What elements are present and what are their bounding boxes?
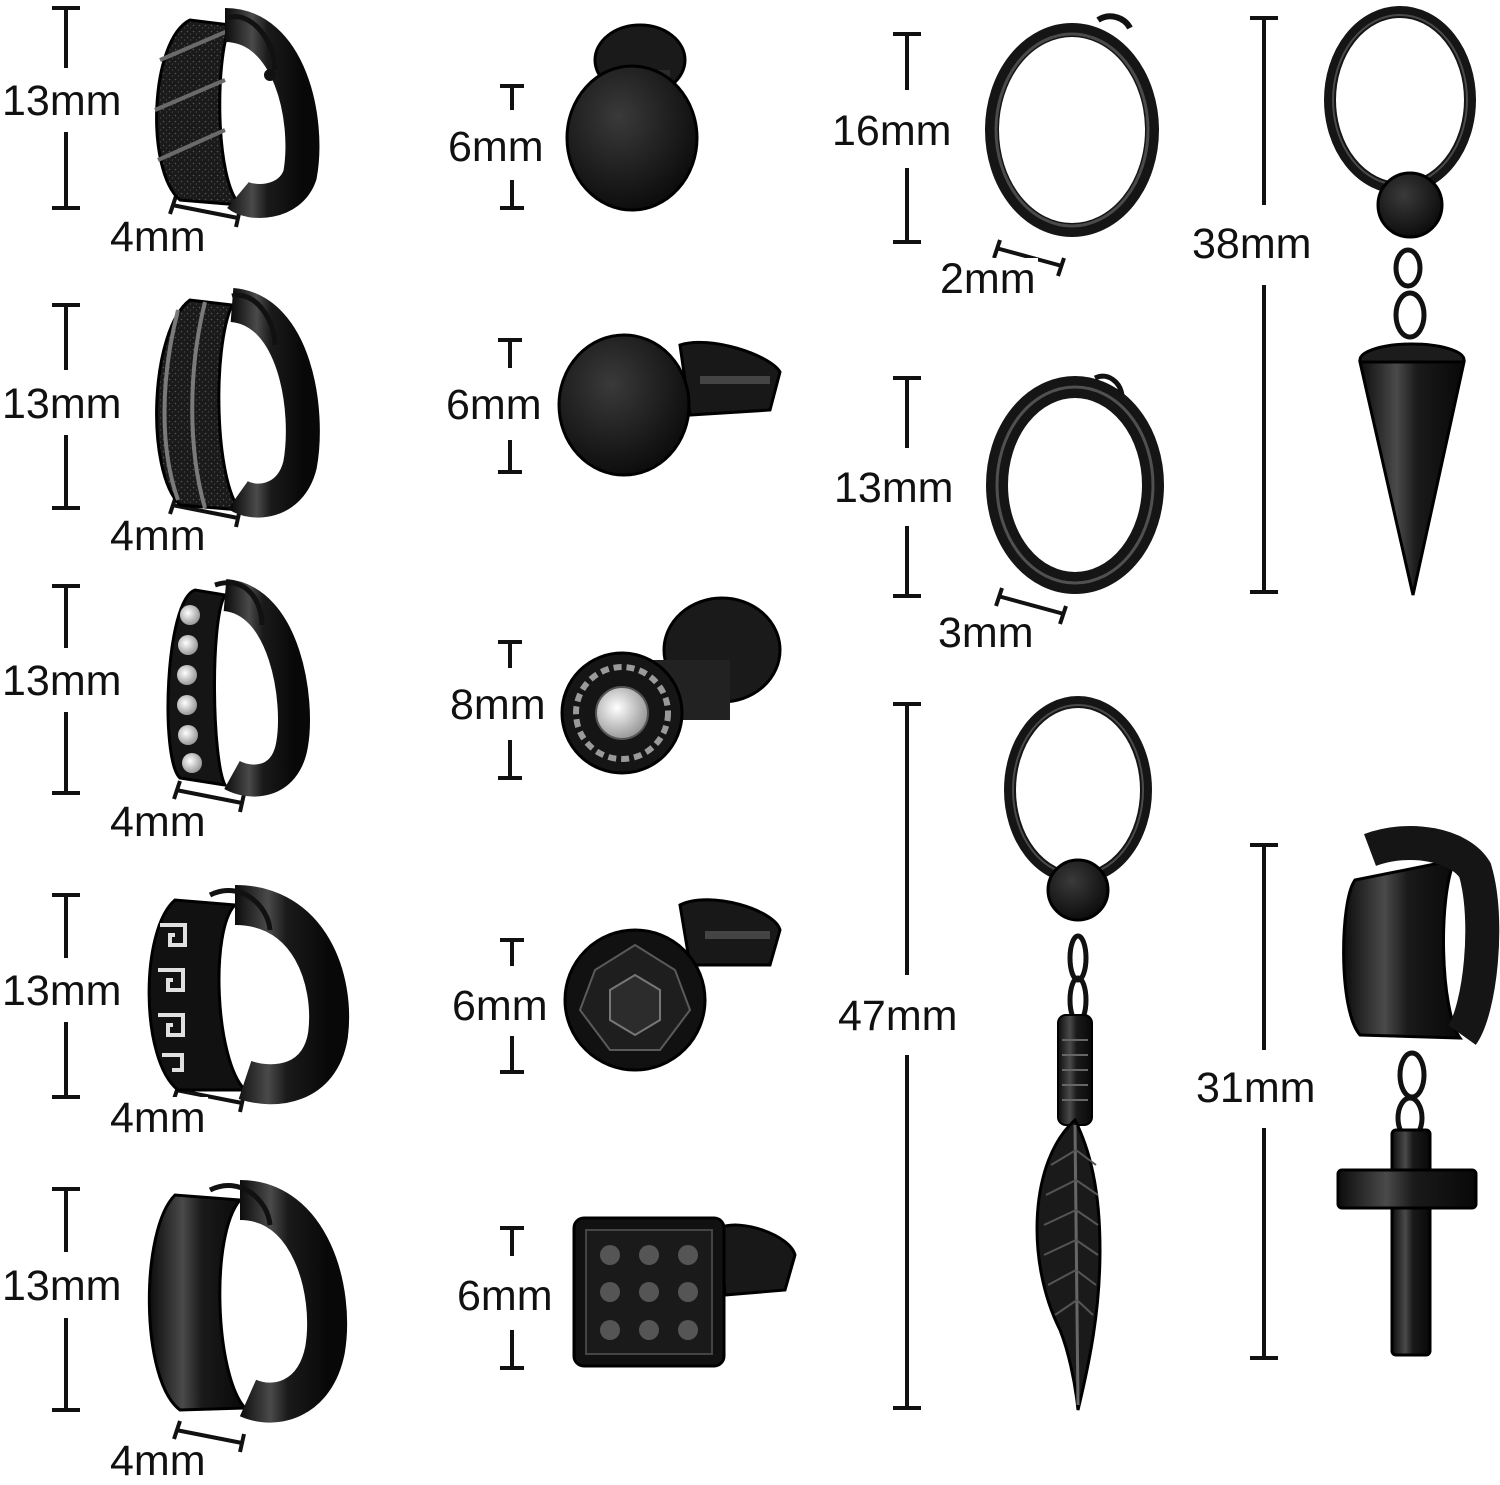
greek-key-crystal-plug-icon bbox=[560, 596, 782, 775]
round-plug-stud-icon bbox=[565, 23, 699, 212]
thin-hoop-earring-icon bbox=[985, 13, 1159, 237]
black-cz-stud-icon bbox=[563, 898, 782, 1072]
cross-dangle-height-label: 31mm bbox=[1194, 1064, 1318, 1112]
huggie-3-width-label: 4mm bbox=[108, 798, 208, 846]
flat-round-stud-icon bbox=[557, 333, 782, 477]
huggie-4-height-label: 13mm bbox=[0, 967, 124, 1015]
huggie-4-width-label: 4mm bbox=[108, 1094, 208, 1142]
cross-dangle-earring-icon bbox=[1336, 825, 1500, 1357]
hoop-1-height-label: 16mm bbox=[830, 107, 954, 155]
huggie-2-width-label: 4mm bbox=[108, 512, 208, 560]
huggie-2-height-label: 13mm bbox=[0, 380, 124, 428]
square-pave-stud-icon bbox=[572, 1216, 797, 1368]
hoop-1-width-label: 2mm bbox=[938, 255, 1038, 303]
huggie-5-height-label: 13mm bbox=[0, 1262, 124, 1310]
huggie-3-height-label: 13mm bbox=[0, 657, 124, 705]
hoop-2-width-label: 3mm bbox=[936, 609, 1036, 657]
feather-dangle-earring-icon bbox=[1004, 696, 1152, 1411]
feather-dangle-height-label: 47mm bbox=[836, 992, 960, 1040]
huggie-5-width-label: 4mm bbox=[108, 1437, 208, 1485]
greek-key-huggie-earring-icon bbox=[147, 885, 350, 1105]
plain-huggie-earring-icon bbox=[147, 1180, 348, 1423]
medium-hoop-earring-icon bbox=[986, 373, 1164, 594]
stud-4-size-label: 6mm bbox=[450, 982, 550, 1030]
crystal-huggie-earring-icon bbox=[166, 579, 310, 797]
dimension-lines bbox=[52, 6, 1278, 1453]
huggie-1-width-label: 4mm bbox=[108, 213, 208, 261]
spike-dangle-earring-icon bbox=[1324, 6, 1476, 596]
stud-5-size-label: 6mm bbox=[455, 1272, 555, 1320]
stud-1-size-label: 6mm bbox=[446, 123, 546, 171]
stud-2-size-label: 6mm bbox=[444, 381, 544, 429]
stud-3-size-label: 8mm bbox=[448, 681, 548, 729]
spike-dangle-height-label: 38mm bbox=[1190, 220, 1314, 268]
hoop-2-height-label: 13mm bbox=[832, 464, 956, 512]
huggie-1-height-label: 13mm bbox=[0, 77, 124, 125]
textured-huggie-earring-icon bbox=[154, 8, 320, 218]
sandblasted-huggie-earring-icon bbox=[155, 288, 320, 518]
